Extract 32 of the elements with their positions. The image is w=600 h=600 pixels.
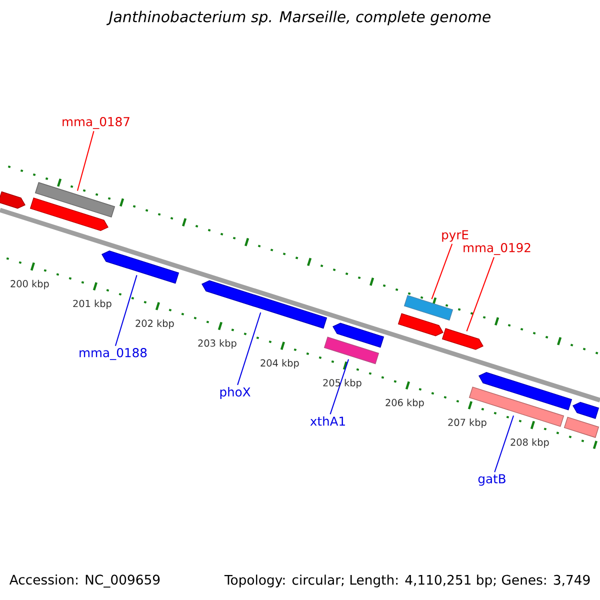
leader-line — [494, 415, 514, 472]
gene-block — [478, 372, 572, 410]
scale-label: 206 kbp — [386, 398, 424, 408]
scale-label: 204 kbp — [260, 359, 299, 368]
scale-label: 203 kbp — [198, 339, 236, 349]
accession-text: Accession: NC_009659 — [9, 574, 160, 588]
gene-label: mma_0192 — [464, 243, 530, 256]
gene-label: mma_0187 — [62, 117, 130, 130]
leader-line — [114, 275, 138, 346]
title: Janthinobacterium sp. Marseille, complete genome — [106, 10, 490, 26]
scale-label: 208 kbp — [510, 438, 549, 448]
scale-label: 207 kbp — [448, 418, 486, 428]
gene-label: mma_0188 — [80, 348, 147, 360]
gene-label: gatB — [478, 474, 506, 486]
gene-block — [0, 191, 26, 209]
gene-block — [202, 280, 328, 329]
genome-info-text: Topology: circular; Length: 4,110,251 bp; Genes: 3,749 — [224, 574, 590, 588]
scale-label: 202 kbp — [136, 319, 174, 329]
leader-line — [76, 131, 94, 191]
gene-block — [572, 402, 600, 419]
leader-line — [431, 244, 453, 300]
gene-label: pyrE — [442, 230, 468, 242]
scale-label: 205 kbp — [323, 378, 362, 388]
leader-line — [237, 312, 262, 386]
gene-label: phoX — [220, 387, 250, 399]
gene-block — [102, 250, 180, 284]
gene-block — [332, 322, 384, 348]
gene-label: xthA1 — [310, 416, 345, 426]
leader-line — [330, 359, 350, 414]
scale-label: 201 kbp — [73, 300, 112, 310]
leader-line — [466, 256, 494, 332]
scale-label: 200 kbp — [10, 280, 49, 290]
